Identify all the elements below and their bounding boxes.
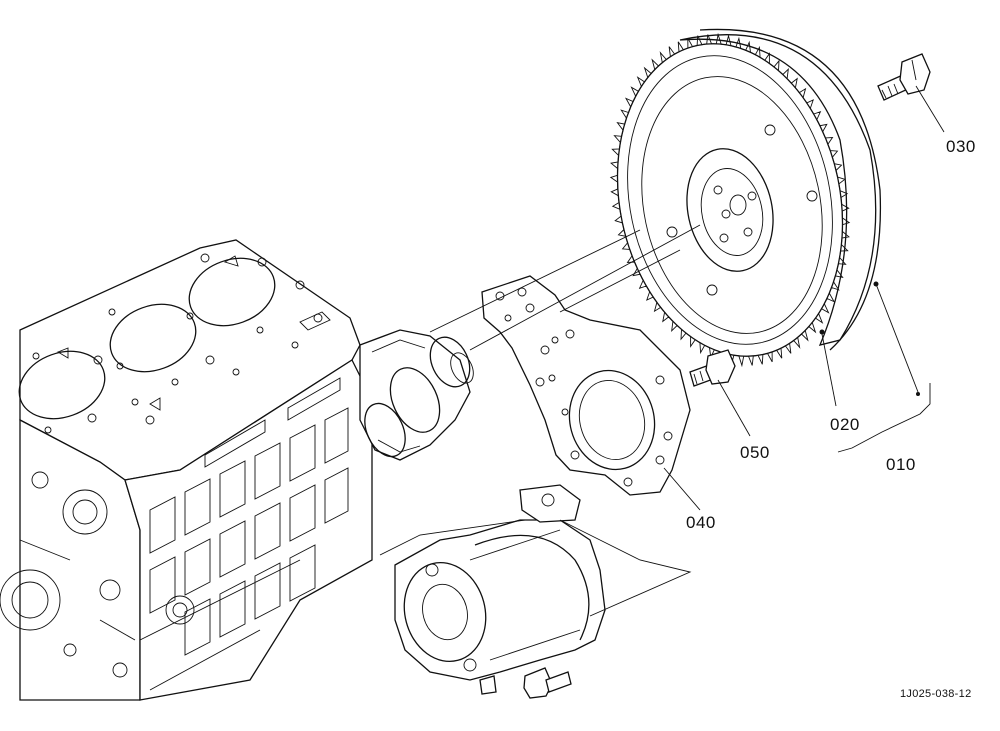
leader-lines — [663, 85, 945, 511]
plate-bolt — [689, 349, 736, 387]
callout-020: 020 — [830, 415, 860, 434]
adapter-plate — [481, 275, 691, 496]
callout-050: 050 — [740, 443, 770, 462]
flywheel-bolt — [877, 53, 931, 101]
callout-labels: 030 020 010 050 040 — [686, 137, 976, 532]
callout-010: 010 — [886, 455, 916, 474]
assembly-axis-lines — [379, 224, 701, 617]
starter-motor — [394, 484, 606, 699]
callout-030: 030 — [946, 137, 976, 156]
crankshaft — [359, 329, 474, 461]
ring-gear-teeth — [609, 32, 851, 368]
flywheel — [609, 28, 882, 368]
drawing-reference-code: 1J025-038-12 — [900, 688, 972, 700]
engine-block — [0, 239, 373, 701]
callout-040: 040 — [686, 513, 716, 532]
ring-gear-tooth-profile — [609, 32, 851, 368]
